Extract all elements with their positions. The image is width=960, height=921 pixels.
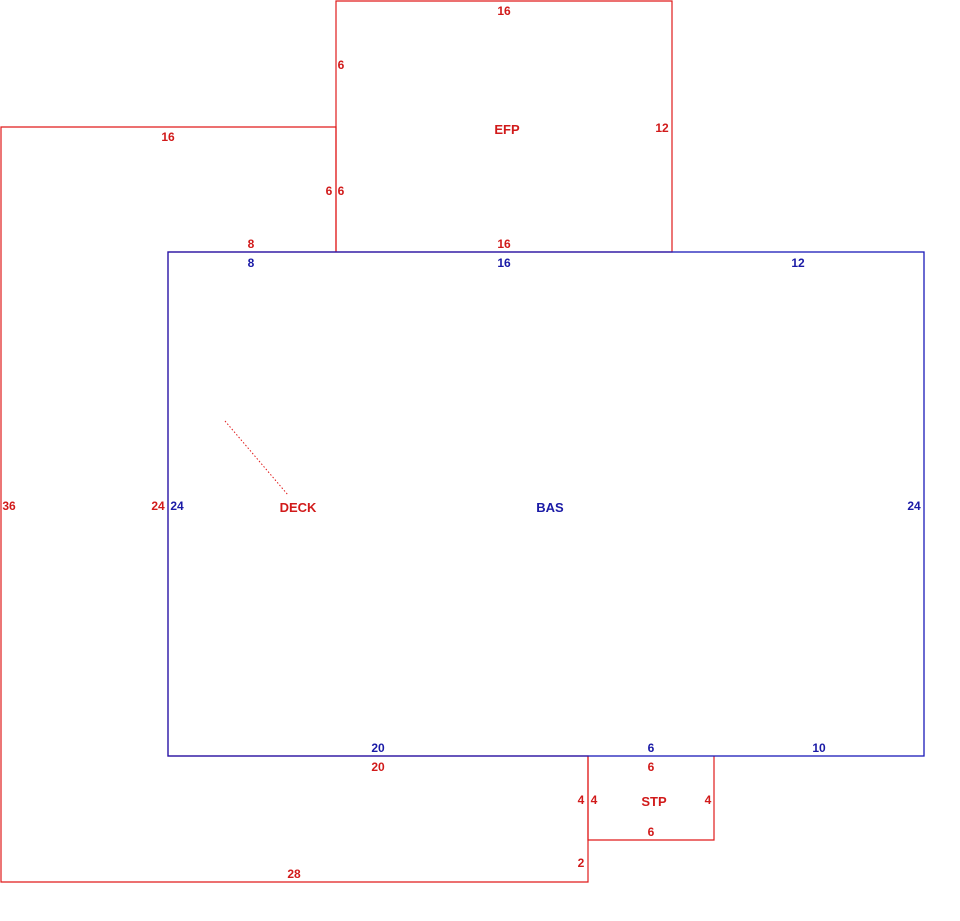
deck-notch-dimension: 6 bbox=[326, 184, 333, 198]
bas-bottom-mid-dimension: 6 bbox=[648, 741, 655, 755]
stp-bottom-dimension: 6 bbox=[648, 825, 655, 839]
deck-leader-line bbox=[224, 420, 289, 496]
efp-top-dimension: 16 bbox=[497, 4, 511, 18]
deck-left-dimension: 36 bbox=[2, 499, 16, 513]
deck-right-upper-dimension: 4 bbox=[578, 793, 585, 807]
bas-bottom-left-dimension: 20 bbox=[371, 741, 385, 755]
bas-label: BAS bbox=[536, 500, 564, 515]
deck-step-dimension: 8 bbox=[248, 237, 255, 251]
efp-bottom-dimension: 16 bbox=[497, 237, 511, 251]
deck-bottom-dimension: 28 bbox=[287, 867, 301, 881]
deck-inner-bottom-dimension: 20 bbox=[371, 760, 385, 774]
bas-top-right-dimension: 12 bbox=[791, 256, 805, 270]
efp-label: EFP bbox=[494, 122, 520, 137]
stp-left-dimension: 4 bbox=[591, 793, 598, 807]
stp-top-dimension: 6 bbox=[648, 760, 655, 774]
deck-inner-left-dimension: 24 bbox=[151, 499, 165, 513]
stp-label: STP bbox=[641, 794, 667, 809]
deck-right-lower-dimension: 2 bbox=[578, 856, 585, 870]
efp-left-lower-dimension: 6 bbox=[338, 184, 345, 198]
bas-top-left-dimension: 8 bbox=[248, 256, 255, 270]
bas-left-dimension: 24 bbox=[170, 499, 184, 513]
efp-right-dimension: 12 bbox=[655, 121, 669, 135]
efp-left-upper-dimension: 6 bbox=[338, 58, 345, 72]
bas-top-mid-dimension: 16 bbox=[497, 256, 511, 270]
deck-label: DECK bbox=[280, 500, 317, 515]
stp-right-dimension: 4 bbox=[705, 793, 712, 807]
bas-right-dimension: 24 bbox=[907, 499, 921, 513]
stp-outline bbox=[587, 756, 715, 841]
deck-top-dimension: 16 bbox=[161, 130, 175, 144]
bas-bottom-right-dimension: 10 bbox=[812, 741, 826, 755]
bas-outline bbox=[167, 251, 925, 757]
